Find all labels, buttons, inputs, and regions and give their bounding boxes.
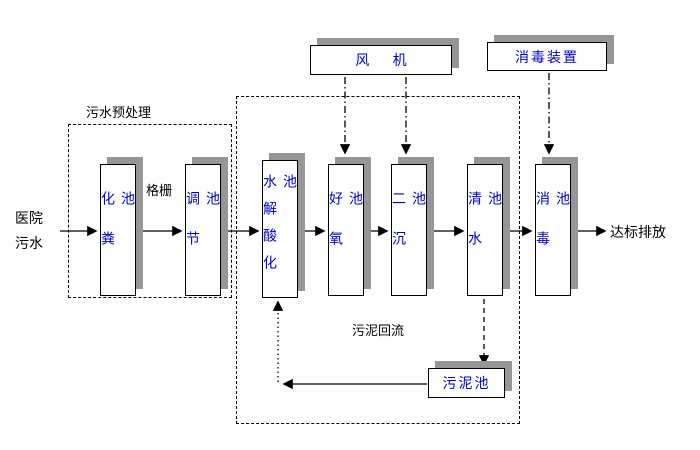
sludge-tank-box: 污泥池 xyxy=(428,368,505,398)
pretreatment-group-box xyxy=(68,124,232,298)
tank-septic: 化粪池 xyxy=(100,164,136,296)
tank-hydrolysis-acidification-label: 水解酸化池 xyxy=(262,174,298,282)
blower-box: 风 机 xyxy=(310,45,452,75)
main-treatment-group-box xyxy=(236,96,520,424)
tank-disinfection: 消毒池 xyxy=(535,164,571,296)
pretreatment-group-label: 污水预处理 xyxy=(86,105,152,120)
tank-septic-label: 化粪池 xyxy=(100,191,136,271)
tank-secondary-sedimentation: 二沉池 xyxy=(391,164,427,296)
tank-aerobic-label: 好氧池 xyxy=(328,191,364,271)
tank-disinfection-label: 消毒池 xyxy=(535,191,571,271)
disinfection-device-box: 消毒装置 xyxy=(487,42,607,71)
tank-aerobic: 好氧池 xyxy=(328,164,364,296)
sludge-return-label: 污泥回流 xyxy=(352,323,405,338)
grid-label: 格栅 xyxy=(146,183,173,198)
influent-label: 医院 污水 xyxy=(15,210,43,252)
disinfection-device-label: 消毒装置 xyxy=(515,48,579,65)
tank-clear-water-label: 清水池 xyxy=(467,191,503,271)
effluent-label: 达标排放 xyxy=(610,224,666,240)
tank-hydrolysis-acidification: 水解酸化池 xyxy=(262,160,298,298)
tank-regulating: 调节池 xyxy=(185,164,221,296)
sludge-tank-label: 污泥池 xyxy=(442,375,491,391)
tank-regulating-label: 调节池 xyxy=(185,191,221,271)
tank-secondary-sedimentation-label: 二沉池 xyxy=(391,191,427,271)
tank-clear-water: 清水池 xyxy=(467,164,503,296)
blower-label: 风 机 xyxy=(355,52,407,68)
